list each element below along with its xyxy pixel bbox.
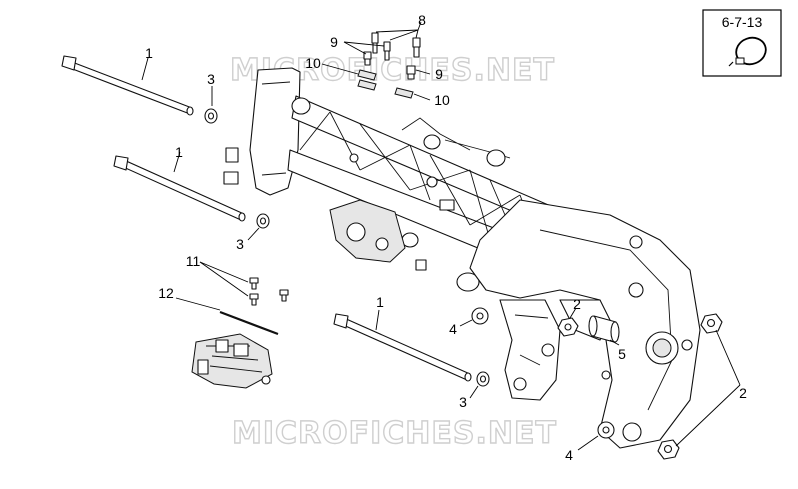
- rod-12[interactable]: [219, 310, 279, 336]
- callout-10-right: 10: [434, 92, 450, 108]
- callout-1-lower: 1: [376, 294, 384, 310]
- nut-2-center[interactable]: [557, 317, 579, 337]
- bolt-8-a[interactable]: [371, 32, 379, 54]
- electrical-module[interactable]: [191, 333, 273, 389]
- callout-2-right: 2: [739, 385, 747, 401]
- callout-10-left: 10: [305, 55, 321, 71]
- stud-10-a[interactable]: [357, 69, 377, 91]
- bolt-9-b[interactable]: [406, 65, 416, 80]
- through-bolt-middle[interactable]: [113, 155, 246, 222]
- callout-4-upper: 4: [449, 321, 457, 337]
- watermark-bottom: MICROFICHES.NET: [232, 416, 557, 451]
- callout-12: 12: [158, 285, 174, 301]
- callout-9-right: 9: [435, 66, 443, 82]
- leader-lines: [141, 21, 741, 451]
- through-bolt-upper[interactable]: [61, 55, 194, 116]
- reference-label: 6-7-13: [722, 14, 763, 30]
- washer-4-lower[interactable]: [597, 421, 615, 439]
- bolt-8-b[interactable]: [383, 41, 391, 61]
- spacer-5[interactable]: [588, 315, 620, 343]
- callout-3-upper: 3: [207, 71, 215, 87]
- nut-2-bottom[interactable]: [657, 439, 680, 460]
- callout-3-lower: 3: [459, 394, 467, 410]
- callout-1-upper: 1: [145, 45, 153, 61]
- screw-11-c[interactable]: [279, 289, 289, 302]
- callout-11: 11: [186, 253, 201, 269]
- through-bolt-lower[interactable]: [333, 313, 472, 382]
- screw-11-a[interactable]: [249, 277, 259, 290]
- screw-11-b[interactable]: [249, 293, 259, 306]
- washer-4-upper[interactable]: [471, 307, 489, 325]
- callout-4-lower: 4: [565, 447, 573, 463]
- main-frame[interactable]: [223, 67, 701, 449]
- callout-3-middle: 3: [236, 236, 244, 252]
- washer-3-middle[interactable]: [256, 213, 270, 229]
- bolt-9-a[interactable]: [363, 51, 372, 66]
- callout-9-left: 9: [330, 34, 338, 50]
- nut-2-right[interactable]: [700, 313, 723, 334]
- hose-clamp-icon: [728, 36, 767, 67]
- callout-2-center: 2: [573, 296, 581, 312]
- reference-box[interactable]: 6-7-13: [702, 9, 782, 77]
- callout-1-middle: 1: [175, 144, 183, 160]
- stud-10-b[interactable]: [394, 87, 414, 99]
- bolt-8-c[interactable]: [412, 37, 421, 58]
- washer-3-lower[interactable]: [476, 371, 490, 387]
- callout-5: 5: [618, 346, 626, 362]
- callout-8: 8: [418, 12, 426, 28]
- washer-3-upper[interactable]: [204, 108, 218, 124]
